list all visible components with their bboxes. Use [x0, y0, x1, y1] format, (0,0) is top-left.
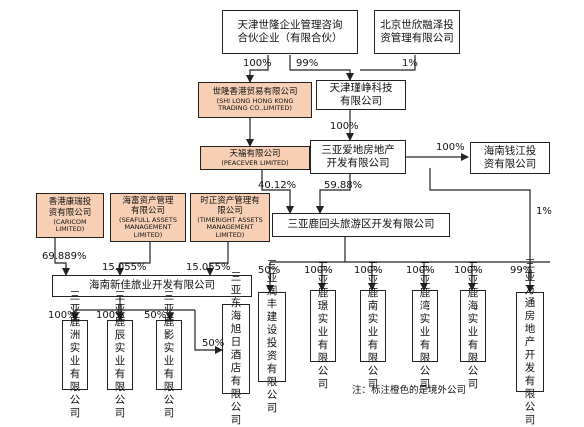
edge-sz-xj	[206, 242, 229, 276]
edge-hf-xj	[116, 242, 151, 276]
node-lunan: 三亚鹿南实业有限公司	[360, 261, 386, 390]
node-luhuitou: 三亚鹿回头旅游区开发有限公司	[272, 213, 450, 237]
edge-aidi-wantong	[429, 168, 534, 293]
node-tianjin-jinzheng: 天津瑾峥科技有限公司	[316, 80, 406, 110]
node-tianjin-shilong: 天津世隆企业管理咨询合伙企业（有限合伙）	[222, 10, 358, 54]
node-luying: 三亚鹿影实业有限公司	[156, 290, 182, 419]
edge-lht-children	[270, 237, 550, 263]
pct-tj-hk: 100%	[243, 58, 272, 69]
footnote: 注：标注橙色的是境外公司	[352, 385, 467, 396]
pct-lht-lujing: 100%	[304, 265, 333, 276]
node-luzhou: 三亚鹿洲实业有限公司	[62, 290, 88, 419]
edge-bj-jz	[360, 55, 416, 71]
pct-lht-luhai: 100%	[454, 265, 483, 276]
node-wantong: 三亚万通房地产开发有限公司	[516, 258, 544, 426]
node-donghai: 三亚东海旭日酒店有限公司	[222, 271, 250, 426]
node-luhai: 三亚鹿海实业有限公司	[460, 261, 486, 390]
edge-kr-xj	[54, 238, 70, 276]
node-hainan-qianjiang: 海南钱江投资有限公司	[470, 142, 550, 174]
node-xinjia: 海南新佳旅业开发有限公司	[52, 275, 252, 297]
edge-tj-jz	[289, 55, 354, 81]
node-tianfu: 天福有限公司(PEACEVER LIMITED)	[200, 146, 310, 170]
pct-jz-aidi: 100%	[330, 121, 359, 132]
pct-lht-runfeng: 50%	[258, 265, 281, 276]
edge-tf-lht	[261, 170, 294, 214]
pct-aidi-wantong: 1%	[536, 206, 552, 217]
node-beijing-shixin: 北京世欣融泽投资管理有限公司	[374, 10, 460, 54]
pct-sz-xj: 15.055%	[186, 262, 231, 273]
pct-tj-jz: 99%	[296, 58, 319, 69]
pct-xj-luying: 50%	[144, 310, 167, 321]
pct-tf-lht: 40.12%	[258, 180, 297, 191]
node-luchen: 三亚鹿辰实业有限公司	[107, 290, 133, 419]
pct-xj-luzhou: 100%	[48, 310, 77, 321]
node-lujing: 三亚鹿璟实业有限公司	[310, 261, 336, 390]
edge-xj-donghai	[194, 310, 223, 354]
pct-kr-xj: 69.889%	[42, 251, 87, 262]
node-runfeng: 三亚润丰建设投资有限公司	[258, 259, 286, 414]
pct-aidi-qj: 100%	[436, 142, 465, 153]
edge-aidi-lht	[316, 174, 351, 214]
pct-aidi-lht: 59.88%	[324, 180, 363, 191]
node-sanya-aidi: 三亚爱地房地产开发有限公司	[310, 140, 406, 174]
pct-lht-wantong: 99%	[510, 265, 533, 276]
edge-xj-children	[75, 297, 195, 311]
pct-xj-luchen: 100%	[96, 310, 125, 321]
pct-hf-xj: 15.055%	[102, 262, 147, 273]
pct-xj-donghai: 50%	[202, 338, 225, 349]
node-luwan: 三亚鹿湾实业有限公司	[412, 261, 438, 390]
edge-tj-hk	[246, 55, 269, 83]
pct-lht-luwan: 100%	[406, 265, 435, 276]
ownership-connector-lines	[54, 55, 550, 354]
pct-lht-lunan: 100%	[354, 265, 383, 276]
pct-bj-jz: 1%	[402, 58, 418, 69]
